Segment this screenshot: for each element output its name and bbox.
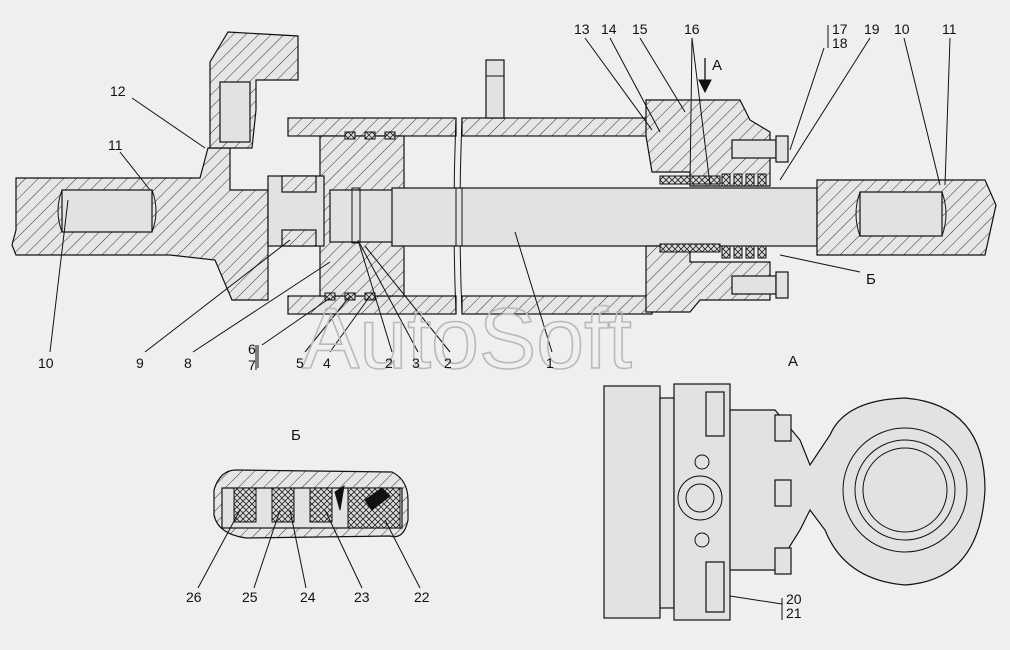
callout-14: 14 [601, 21, 617, 37]
callout-10-right: 10 [894, 21, 910, 37]
callout-2-a: 2 [385, 355, 393, 371]
callout-8: 8 [184, 355, 192, 371]
detail-b-leaders [197, 509, 421, 589]
main-leader-lines [49, 25, 951, 620]
callout-10-left: 10 [38, 355, 54, 371]
flange-plate [603, 385, 661, 619]
right-spherical-bearing [859, 191, 943, 237]
callout-7: 7 [248, 357, 256, 373]
callout-15: 15 [632, 21, 648, 37]
view-a-arrow [698, 58, 712, 94]
callout-5: 5 [296, 355, 304, 371]
callout-9: 9 [136, 355, 144, 371]
callout-26: 26 [186, 589, 202, 605]
callout-16: 16 [684, 21, 700, 37]
arrow-a-label: А [712, 57, 722, 74]
bolt-top [731, 139, 777, 159]
callout-1: 1 [546, 355, 554, 371]
callout-6: 6 [248, 341, 256, 357]
top-pipe [485, 59, 505, 119]
callout-3: 3 [412, 355, 420, 371]
callout-12: 12 [110, 83, 126, 99]
detail-b-view [213, 469, 409, 539]
barrel-top-wall-right [461, 117, 653, 137]
callout-2-b: 2 [444, 355, 452, 371]
view-a-title: А [788, 353, 798, 370]
callout-20: 20 [786, 591, 802, 607]
callout-25: 25 [242, 589, 258, 605]
callout-19: 19 [864, 21, 880, 37]
callout-11-right: 11 [942, 21, 957, 37]
view-b-title: Б [291, 427, 301, 444]
callout-11-left: 11 [108, 137, 123, 153]
callout-4: 4 [323, 355, 331, 371]
pointer-b-label: Б [866, 271, 876, 288]
callout-17: 17 [832, 21, 848, 37]
callout-13: 13 [574, 21, 590, 37]
bolt-bottom [731, 275, 777, 295]
callout-22: 22 [414, 589, 430, 605]
callout-24: 24 [300, 589, 316, 605]
main-section-view [11, 31, 997, 315]
callout-23: 23 [354, 589, 370, 605]
callout-18: 18 [832, 35, 848, 51]
watermark-text: AutoSoft [302, 291, 632, 387]
left-spherical-bearing [61, 189, 153, 233]
view-a [603, 383, 986, 621]
piston-rod [391, 187, 818, 247]
callout-21: 21 [786, 605, 802, 621]
